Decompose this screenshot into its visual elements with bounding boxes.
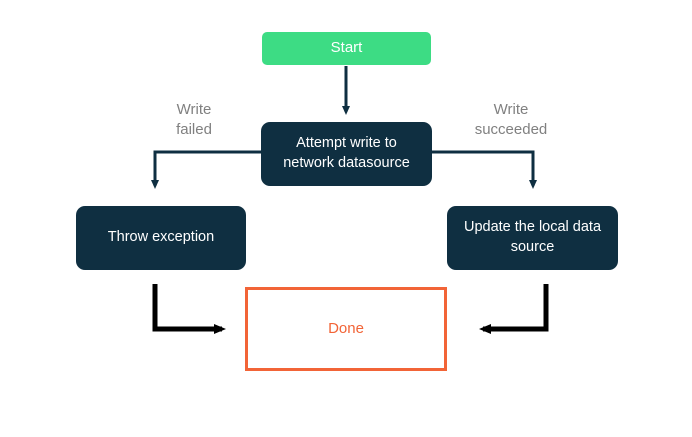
node-attempt-write[interactable]: Attempt write to network datasource	[261, 122, 432, 186]
edge-update-to-done	[479, 284, 549, 334]
edge-attempt-to-update	[432, 150, 537, 189]
edge-label-write-failed: Write failed	[176, 101, 212, 138]
edge-attempt-to-throw	[151, 150, 261, 189]
edge-label-write-succeeded: Write succeeded	[474, 101, 548, 138]
node-start[interactable]: Start	[262, 32, 431, 65]
node-update-local-data-source[interactable]: Update the local data source	[447, 206, 618, 270]
node-throw-exception[interactable]: Throw exception	[76, 206, 246, 270]
node-done[interactable]: Done	[245, 287, 447, 371]
edge-throw-to-done	[152, 284, 226, 334]
